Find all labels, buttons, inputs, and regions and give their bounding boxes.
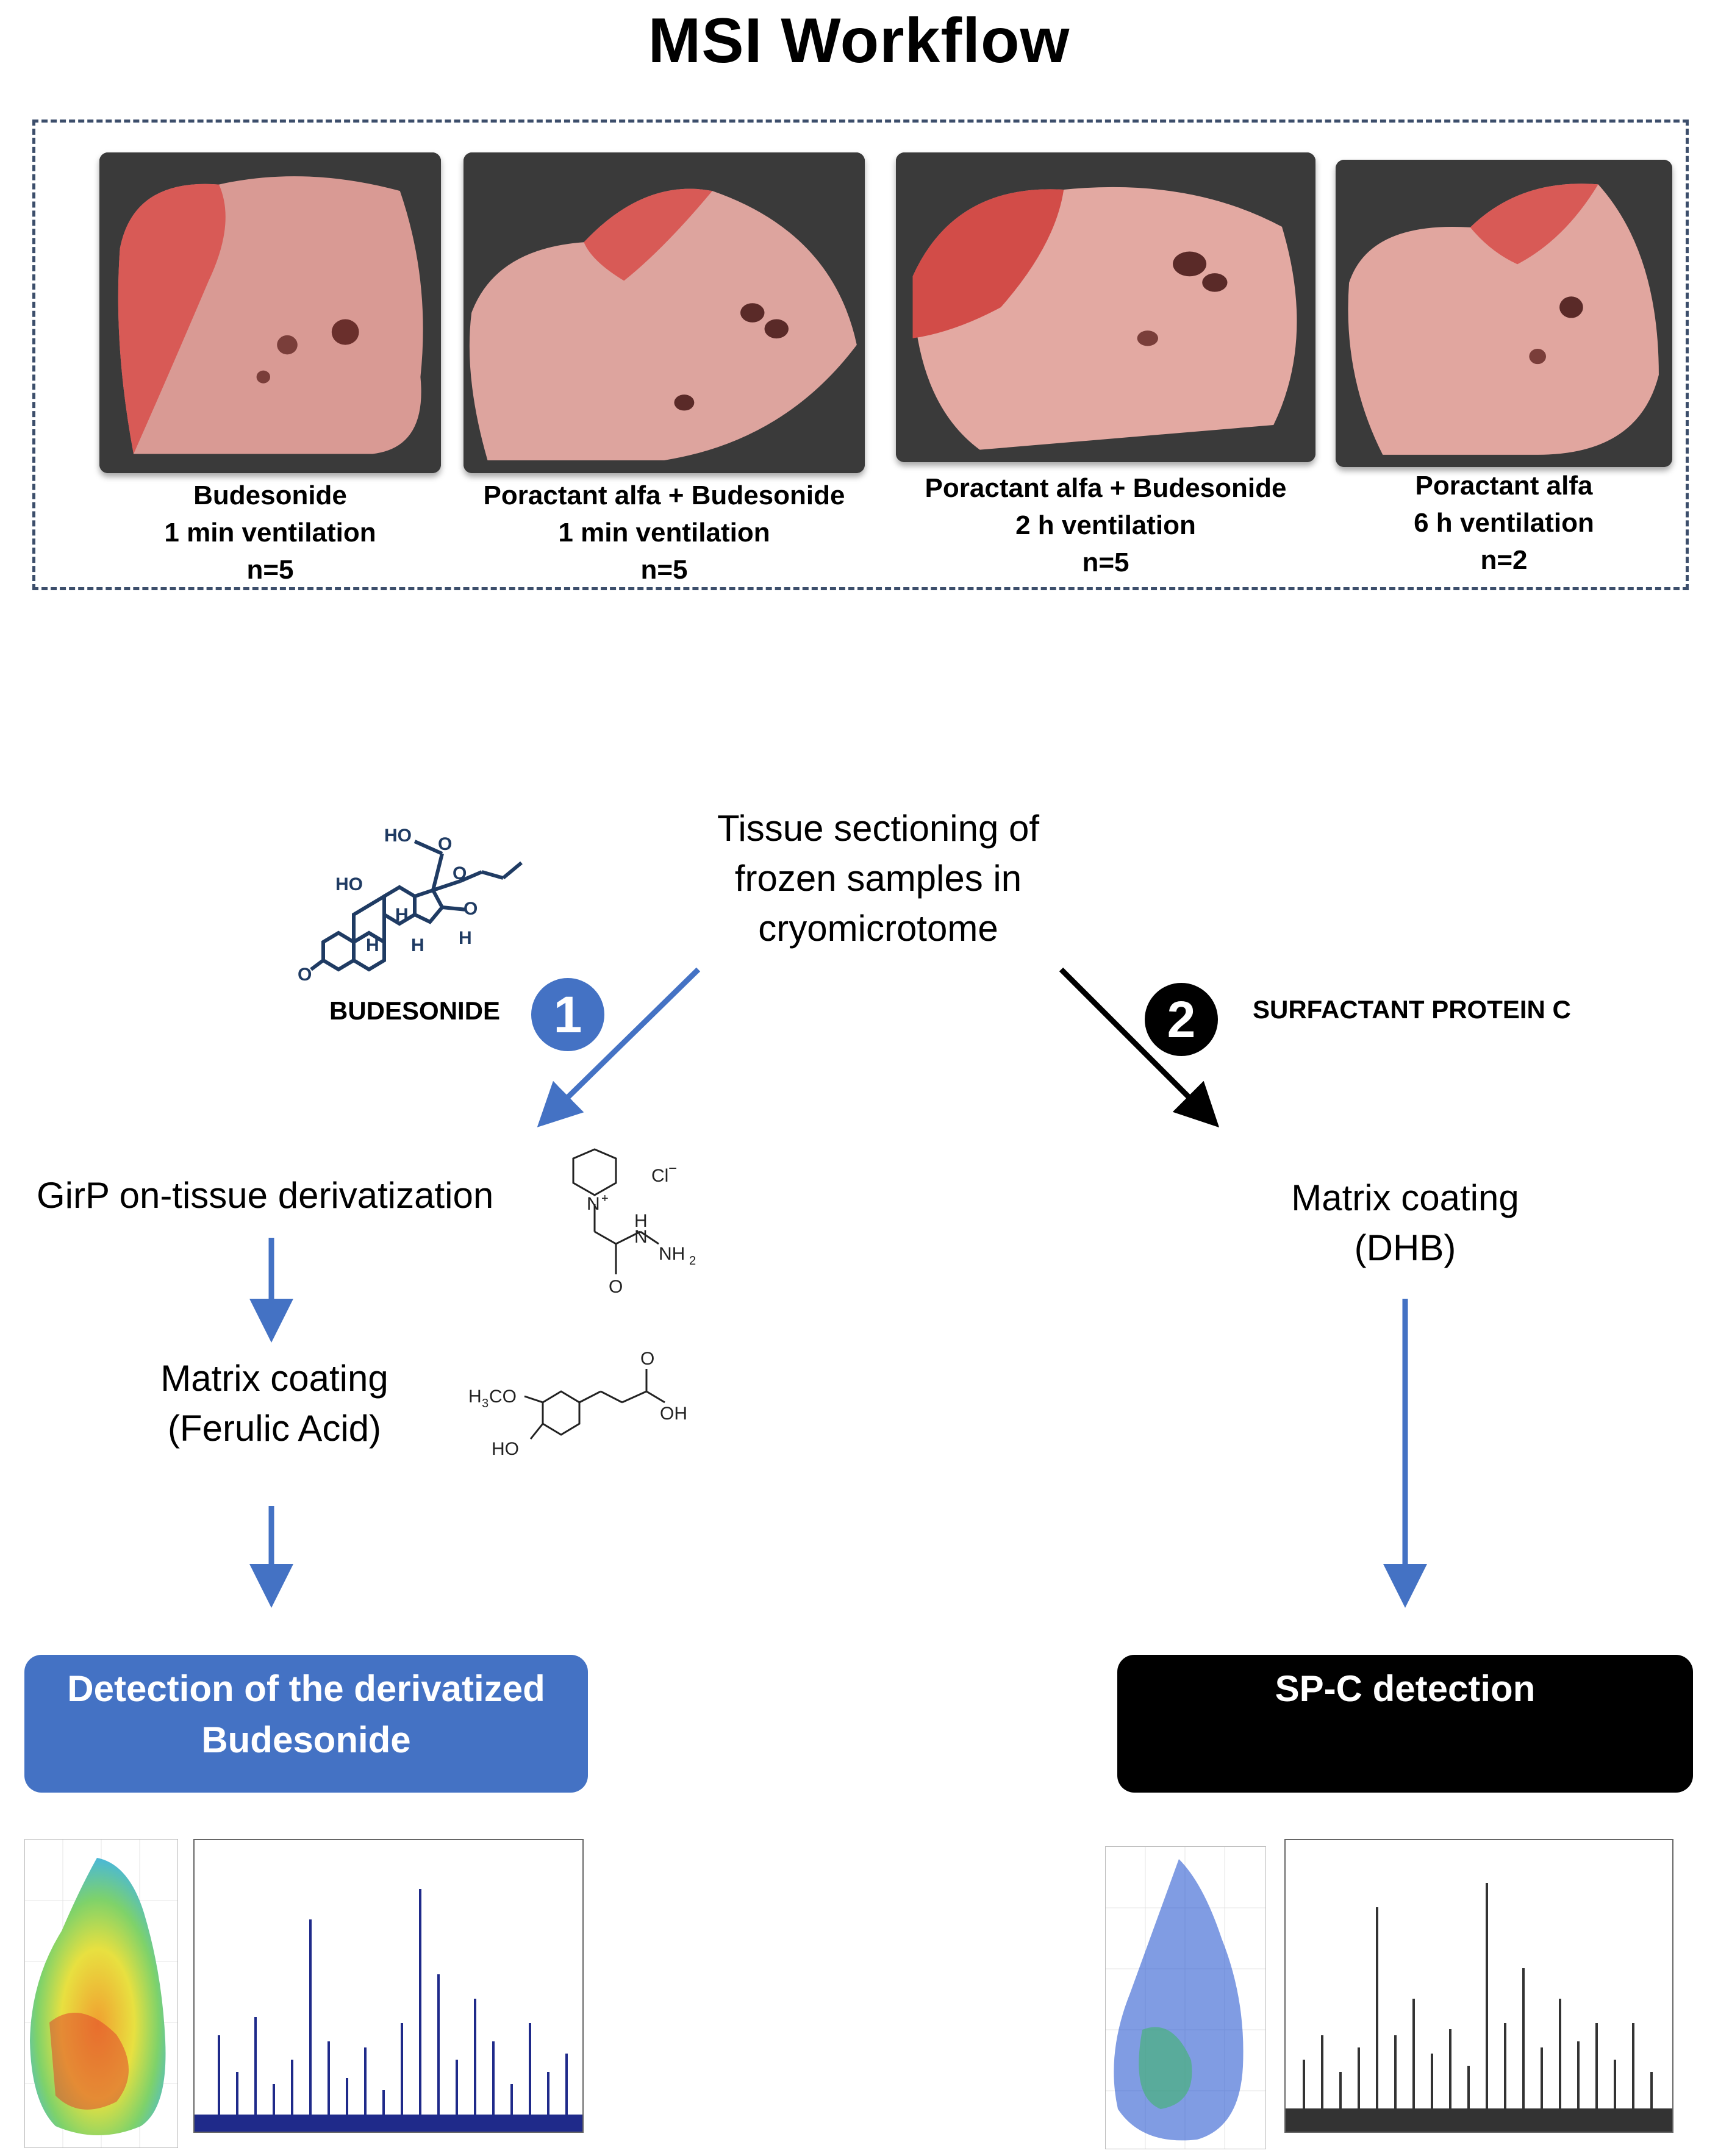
chem-label: H bbox=[366, 935, 379, 955]
spc-msi-image bbox=[1105, 1846, 1266, 2149]
chem-label: OH bbox=[660, 1404, 687, 1424]
ferulic-acid-structure: H 3 CO HO O OH bbox=[468, 1349, 687, 1459]
sample-caption-1: Budesonide 1 min ventilation n=5 bbox=[99, 477, 441, 588]
step-matrix-coating-fa: Matrix coating (Ferulic Acid) bbox=[122, 1354, 427, 1454]
budesonide-structure: HO HO H H H O O O H O bbox=[298, 826, 523, 985]
chem-label: H bbox=[395, 905, 409, 925]
step-matrix-coating-dhb: Matrix coating (DHB) bbox=[1253, 1173, 1558, 1273]
step-line: cryomicrotome bbox=[758, 908, 998, 949]
chem-label: HO bbox=[492, 1439, 519, 1459]
chem-label: Cl bbox=[651, 1166, 668, 1186]
chem-label: O bbox=[464, 899, 478, 919]
sample-ventilation: 1 min ventilation bbox=[558, 518, 770, 548]
chem-label: O bbox=[640, 1349, 654, 1369]
step-line: (Ferulic Acid) bbox=[167, 1408, 382, 1449]
chem-label: HO bbox=[384, 826, 412, 846]
chem-label: 2 bbox=[689, 1254, 696, 1268]
spc-mass-spectrum bbox=[1284, 1839, 1673, 2133]
surfactant-protein-label: SURFACTANT PROTEIN C bbox=[1253, 995, 1571, 1024]
sample-count: n=5 bbox=[1082, 548, 1129, 577]
girp-structure: Cl − N + H N NH 2 O bbox=[572, 1148, 696, 1297]
chem-label: − bbox=[668, 1160, 677, 1177]
sample-count: n=5 bbox=[640, 555, 688, 585]
chem-label: N bbox=[634, 1227, 648, 1247]
sample-caption-4: Poractant alfa 6 h ventilation n=2 bbox=[1336, 467, 1672, 579]
sample-treatment: Poractant alfa + Budesonide bbox=[483, 480, 845, 510]
lung-photo-4 bbox=[1336, 160, 1672, 467]
step-line: frozen samples in bbox=[734, 858, 1022, 899]
chem-label: O bbox=[438, 834, 452, 854]
chem-label: HO bbox=[335, 874, 363, 894]
sample-count: n=5 bbox=[246, 555, 294, 585]
sample-treatment: Poractant alfa bbox=[1415, 471, 1593, 501]
step-girp-derivatization: GirP on-tissue derivatization bbox=[37, 1175, 494, 1216]
sample-panel bbox=[32, 120, 1689, 590]
chem-label: H bbox=[459, 928, 472, 948]
branch-1-badge: 1 bbox=[531, 978, 604, 1051]
chem-label: H bbox=[634, 1211, 648, 1231]
detection-budesonide-box: Detection of the derivatized Budesonide bbox=[24, 1655, 588, 1793]
chem-label: CO bbox=[489, 1387, 517, 1407]
sample-treatment: Poractant alfa + Budesonide bbox=[925, 473, 1287, 503]
budesonide-msi-image bbox=[24, 1839, 178, 2148]
step-line: Matrix coating bbox=[1291, 1177, 1519, 1218]
sample-count: n=2 bbox=[1480, 545, 1528, 575]
chem-label: N bbox=[587, 1194, 600, 1214]
step-line: Tissue sectioning of bbox=[717, 808, 1040, 849]
sample-ventilation: 6 h ventilation bbox=[1414, 508, 1594, 538]
chem-label: NH bbox=[659, 1244, 685, 1264]
sample-caption-3: Poractant alfa + Budesonide 2 h ventilat… bbox=[896, 469, 1315, 581]
spc-detection-box: SP-C detection bbox=[1117, 1655, 1693, 1793]
chem-label: 3 bbox=[482, 1397, 489, 1410]
sample-caption-2: Poractant alfa + Budesonide 1 min ventil… bbox=[464, 477, 865, 588]
result-line: SP-C detection bbox=[1275, 1668, 1536, 1709]
result-line: Detection of the derivatized bbox=[67, 1668, 545, 1709]
result-line: Budesonide bbox=[201, 1719, 411, 1760]
branch-2-badge: 2 bbox=[1145, 983, 1218, 1056]
sample-ventilation: 1 min ventilation bbox=[164, 518, 376, 548]
lung-photo-1 bbox=[99, 152, 441, 473]
budesonide-mass-spectrum bbox=[193, 1839, 584, 2133]
lung-photo-3 bbox=[896, 152, 1315, 462]
chem-label: H bbox=[468, 1387, 482, 1407]
chem-label: O bbox=[298, 965, 312, 985]
sample-treatment: Budesonide bbox=[193, 480, 347, 510]
sample-ventilation: 2 h ventilation bbox=[1015, 510, 1196, 540]
chem-label: O bbox=[609, 1277, 623, 1297]
chem-label: + bbox=[601, 1192, 609, 1205]
chem-label: O bbox=[453, 863, 467, 883]
chem-label: H bbox=[411, 935, 424, 955]
lung-photo-2 bbox=[464, 152, 865, 473]
figure-title: MSI Workflow bbox=[648, 5, 1070, 76]
step-line: Matrix coating bbox=[160, 1358, 388, 1399]
step-line: (DHB) bbox=[1354, 1227, 1456, 1268]
step-sectioning: Tissue sectioning of frozen samples in c… bbox=[659, 804, 1098, 954]
budesonide-label: BUDESONIDE bbox=[329, 996, 501, 1025]
